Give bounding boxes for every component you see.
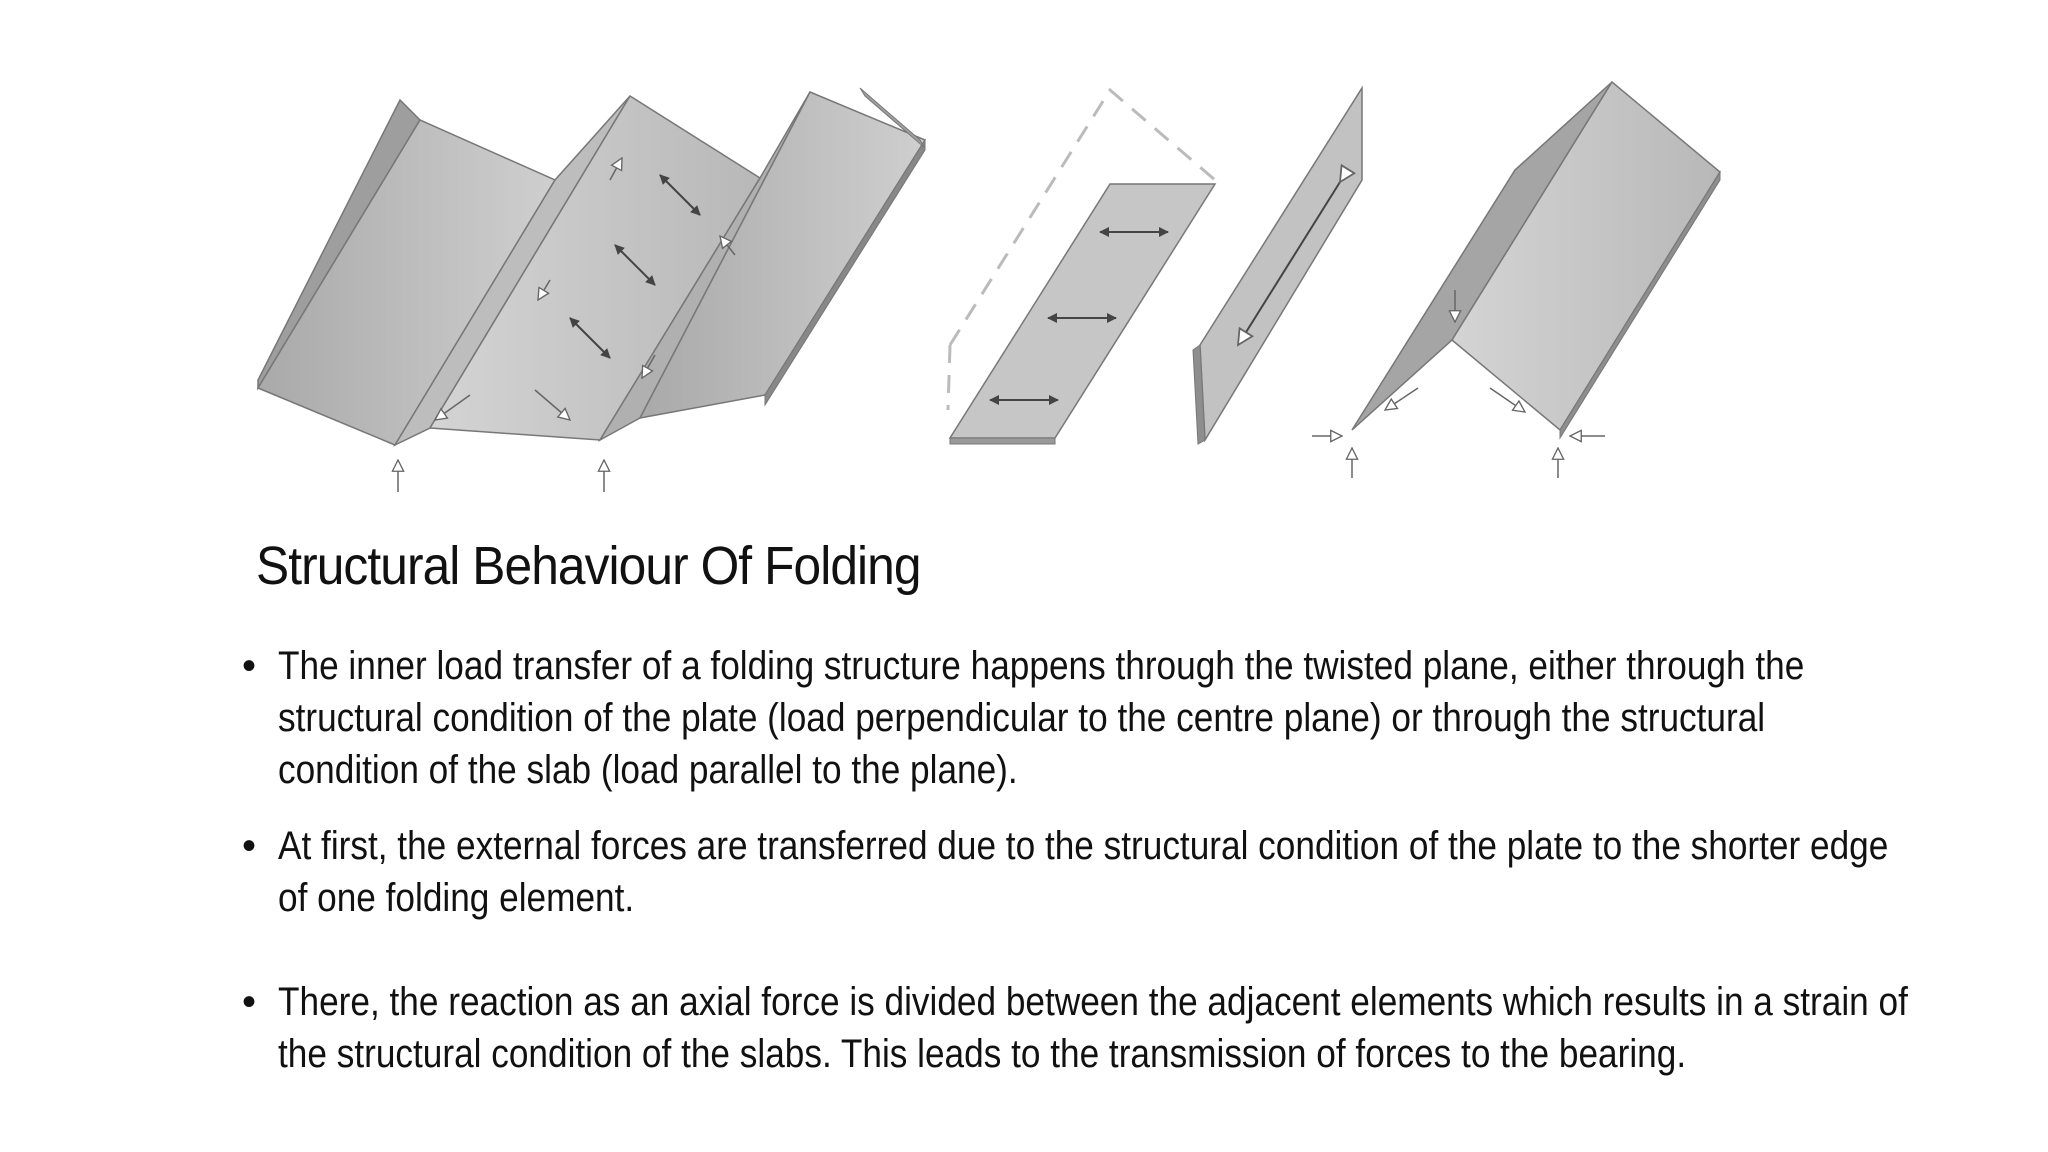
force-arrow	[569, 317, 611, 359]
bullet-item: The inner load transfer of a folding str…	[240, 640, 1880, 796]
folded-plate-diagram	[256, 87, 927, 492]
plate-panel	[948, 183, 1217, 439]
bullet-text: The inner load transfer of a folding str…	[278, 644, 1805, 792]
plate-panel-edge	[949, 437, 1056, 445]
bullet-item: There, the reaction as an axial force is…	[240, 976, 1908, 1080]
dashed-outline	[948, 87, 1216, 346]
slab-condition-diagram	[1192, 85, 1363, 445]
force-arrow	[1238, 182, 1340, 345]
open-arrow	[1489, 387, 1525, 412]
plate-condition-diagram	[946, 87, 1217, 445]
open-arrow	[435, 394, 471, 420]
open-arrow	[642, 354, 656, 378]
bullet-text: There, the reaction as an axial force is…	[278, 980, 1908, 1076]
force-arrow	[659, 174, 701, 216]
open-arrow	[1385, 387, 1419, 410]
single-fold-diagram	[1312, 80, 1721, 478]
slab-panel-edge	[1192, 344, 1206, 445]
fold-plate-8	[859, 87, 926, 149]
slab-panel	[1199, 85, 1363, 443]
bullet-text: At first, the external forces are transf…	[278, 824, 1889, 920]
bullet-list: The inner load transfer of a folding str…	[240, 640, 1908, 1080]
open-arrow	[534, 389, 570, 420]
force-arrow	[614, 244, 656, 286]
fold-plate-7	[764, 138, 926, 407]
fold-right-edge	[1559, 170, 1721, 440]
bullet-item: At first, the external forces are transf…	[240, 820, 1888, 924]
open-arrow	[720, 236, 736, 256]
open-arrow	[538, 279, 551, 300]
open-arrow	[609, 158, 622, 181]
dashed-outline	[946, 344, 952, 411]
folding-structure-illustration	[256, 80, 1721, 492]
page-title: Structural Behaviour Of Folding	[256, 536, 922, 596]
